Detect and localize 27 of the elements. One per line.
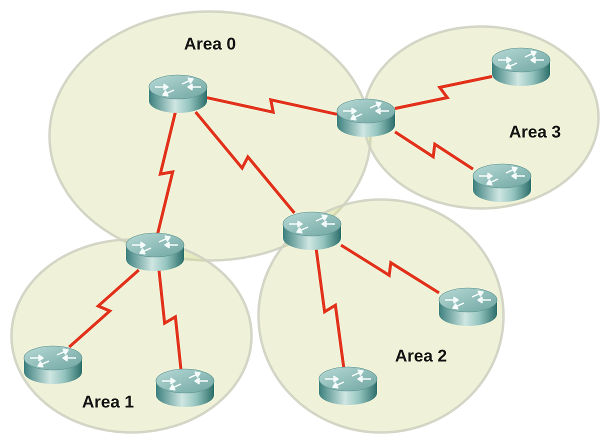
- serial-link: [314, 248, 346, 368]
- serial-link: [156, 112, 177, 234]
- serial-link: [394, 130, 474, 170]
- serial-link: [194, 111, 296, 214]
- area-label: Area 1: [82, 394, 134, 412]
- router-icon: [155, 368, 215, 408]
- serial-link: [206, 96, 338, 116]
- area-ellipse: [362, 25, 600, 210]
- router-icon: [336, 98, 396, 138]
- router-icon: [148, 74, 208, 114]
- serial-link: [340, 244, 440, 294]
- router-icon: [23, 345, 83, 385]
- router-icon: [491, 47, 551, 87]
- area-label: Area 3: [509, 124, 561, 142]
- serial-link: [158, 270, 182, 370]
- router-icon: [472, 163, 532, 203]
- router-icon: [318, 366, 378, 406]
- area-ellipse: [48, 10, 372, 262]
- area-ellipse: [257, 198, 505, 434]
- router-icon: [438, 287, 498, 327]
- router-icon: [125, 232, 185, 272]
- area-ellipse: [10, 238, 253, 434]
- serial-link: [68, 268, 140, 348]
- router-icon: [282, 211, 342, 251]
- area-label: Area 0: [184, 36, 236, 54]
- area-label: Area 2: [395, 348, 447, 366]
- serial-link: [394, 75, 492, 110]
